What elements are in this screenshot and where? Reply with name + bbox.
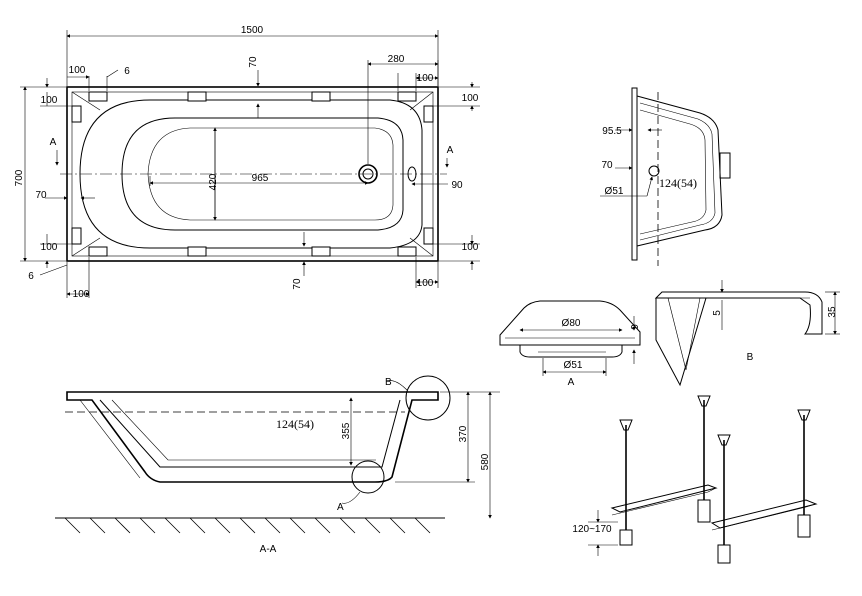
dim-left-70: 70 xyxy=(35,190,47,201)
detail-b-dim-35: 35 xyxy=(827,306,838,318)
support-block xyxy=(311,246,331,257)
section-dim-355: 355 xyxy=(341,422,352,439)
dim-280: 280 xyxy=(388,54,405,65)
dim-width: 700 xyxy=(14,169,25,186)
side-view: 95.5 70 Ø51 124(54) xyxy=(600,87,731,266)
section-view: 124(54) 355 370 580 B A xyxy=(55,375,500,555)
dim-bottom-left-100: 100 xyxy=(73,289,90,300)
side-dim-95: 95.5 xyxy=(602,126,622,137)
headrest-curve xyxy=(147,127,216,221)
dim-90: 90 xyxy=(451,180,463,191)
section-marker-right: A xyxy=(447,145,454,156)
support-block xyxy=(311,91,331,102)
overflow-icon xyxy=(648,165,660,177)
support-block xyxy=(423,227,434,245)
basin-inner xyxy=(121,117,404,231)
dim-right-bottom-100: 100 xyxy=(462,242,479,253)
support-block xyxy=(88,91,108,102)
dim-bottom-70: 70 xyxy=(292,278,303,290)
support-block xyxy=(187,91,207,102)
support-block xyxy=(88,246,108,257)
floor-outline xyxy=(215,127,394,221)
dim-bottom-6: 6 xyxy=(28,271,34,282)
dim-top-right-100: 100 xyxy=(417,73,434,84)
support-block xyxy=(71,227,82,245)
section-marker-left: A xyxy=(50,137,57,148)
section-title: A-A xyxy=(260,544,277,555)
dim-top-left-100: 100 xyxy=(69,65,86,76)
detail-b-label: B xyxy=(747,352,754,363)
support-legs: 120~170 xyxy=(572,395,818,564)
dim-left-bottom-100: 100 xyxy=(41,242,58,253)
detail-a-dim-80: Ø80 xyxy=(562,318,581,329)
support-block xyxy=(71,105,82,123)
section-label-b: B xyxy=(385,377,392,388)
side-dim-51: Ø51 xyxy=(605,186,624,197)
dim-top-6: 6 xyxy=(124,66,130,77)
section-dim-124: 124(54) xyxy=(276,417,314,431)
plan-view: 1500 700 100 6 100 70 280 100 xyxy=(14,25,480,300)
detail-b-dim-5: 5 xyxy=(712,310,723,316)
detail-b: 5 35 B xyxy=(654,280,840,387)
detail-a-dim-9: 9 xyxy=(630,324,641,330)
section-dim-370: 370 xyxy=(458,425,469,442)
detail-a-callout xyxy=(351,460,385,494)
floor-hatch xyxy=(64,517,431,534)
detail-a-dim-51: Ø51 xyxy=(564,360,583,371)
support-block xyxy=(423,105,434,123)
support-block xyxy=(187,246,207,257)
dim-right-top-100: 100 xyxy=(462,93,479,104)
basin-outline xyxy=(79,99,423,249)
dim-420: 420 xyxy=(208,173,219,190)
section-dim-580: 580 xyxy=(480,453,491,470)
side-dim-124: 124(54) xyxy=(659,176,697,190)
support-block xyxy=(397,246,417,257)
dim-top-70: 70 xyxy=(248,56,259,68)
side-dim-70: 70 xyxy=(601,160,613,171)
section-label-a: A xyxy=(337,502,344,513)
dim-left-100: 100 xyxy=(41,95,58,106)
dim-bottom-right-100: 100 xyxy=(417,278,434,289)
dim-965: 965 xyxy=(252,173,269,184)
dim-length: 1500 xyxy=(241,25,264,36)
support-block xyxy=(397,91,417,102)
legs-height-range: 120~170 xyxy=(572,524,612,535)
detail-b-callout xyxy=(405,375,451,421)
detail-a-label: A xyxy=(568,377,575,388)
detail-a: Ø80 Ø51 9 A xyxy=(499,300,641,388)
